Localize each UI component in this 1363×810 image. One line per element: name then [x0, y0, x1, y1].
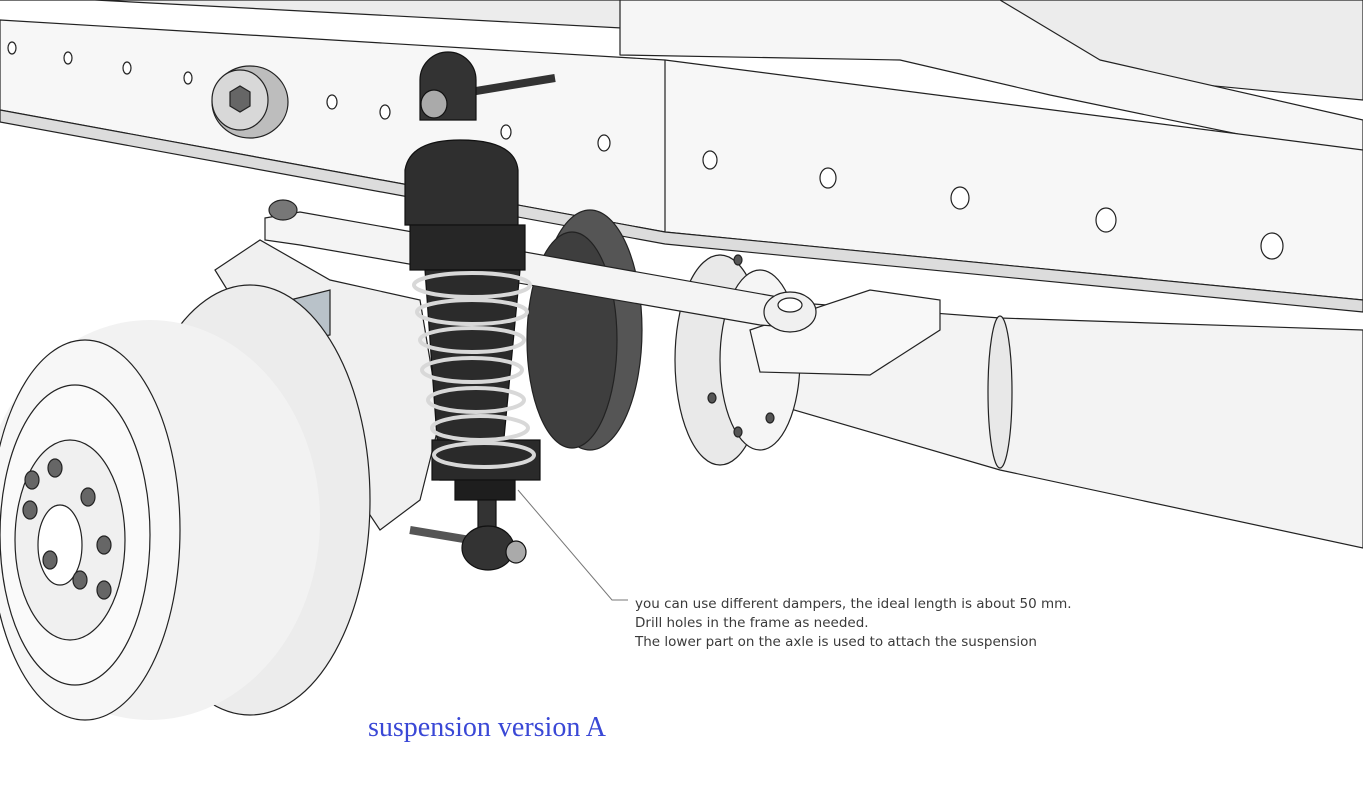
upper-tube	[619, 0, 1363, 161]
annotation-line: Drill holes in the frame as needed.	[635, 615, 869, 631]
frame-bottom-edge	[0, 109, 1363, 313]
damper	[404, 51, 556, 571]
cv-boot	[526, 209, 643, 451]
annotation-note: you can use different dampers, the ideal…	[635, 595, 1072, 652]
frame-bolt	[211, 65, 289, 139]
annotation-line: you can use different dampers, the ideal…	[635, 596, 1072, 612]
caption-title: suspension version A	[368, 712, 606, 743]
annotation-leader-line	[517, 489, 628, 601]
wheel	[0, 284, 371, 721]
axle-mount-bracket	[749, 289, 941, 376]
frame-holes	[7, 41, 1284, 260]
annotation-line: The lower part on the axle is used to at…	[635, 634, 1037, 650]
link-rod	[264, 199, 817, 333]
damper-spring	[412, 271, 536, 469]
